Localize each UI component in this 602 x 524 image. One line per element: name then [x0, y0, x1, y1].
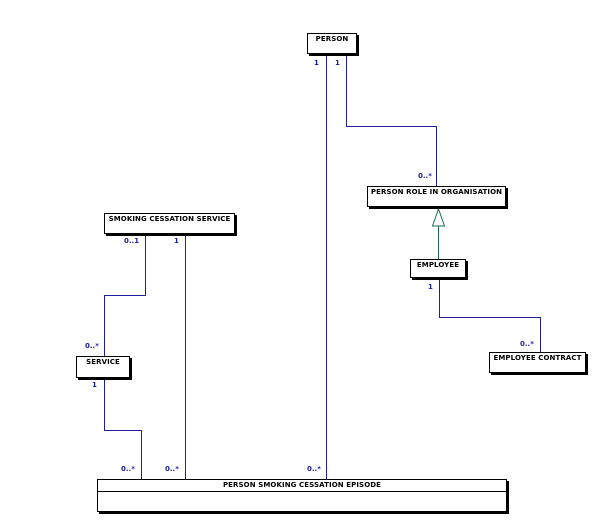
entity-episode: PERSON SMOKING CESSATION EPISODE	[97, 479, 507, 512]
mult-service-episode-src: 1	[92, 381, 97, 389]
mult-service-from-scs: 0..*	[85, 342, 99, 350]
entity-employee-contract-label: EMPLOYEE CONTRACT	[493, 354, 582, 362]
connector-person-role	[346, 54, 437, 186]
mult-episode-from-service: 0..*	[121, 465, 135, 473]
mult-scs-episode-src: 1	[174, 237, 179, 245]
entity-person-role-label: PERSON ROLE IN ORGANISATION	[370, 188, 503, 196]
entity-episode-label: PERSON SMOKING CESSATION EPISODE	[98, 480, 506, 492]
connector-employee-contract	[439, 278, 541, 352]
generalization-arrowhead-icon	[431, 207, 446, 227]
mult-role-from-person: 0..*	[418, 172, 432, 180]
mult-person-episode-src: 1	[314, 59, 319, 67]
connector-scs-service	[104, 234, 146, 356]
connector-service-episode	[104, 378, 142, 479]
mult-scs-service-src: 0..1	[124, 237, 140, 245]
entity-person: PERSON	[307, 33, 357, 54]
entity-service-label: SERVICE	[86, 358, 120, 366]
entity-employee: EMPLOYEE	[410, 259, 466, 278]
entity-smoking-cessation-service: SMOKING CESSATION SERVICE	[104, 213, 235, 234]
entity-person-label: PERSON	[315, 35, 349, 43]
mult-contract-from-employee: 0..*	[520, 340, 534, 348]
mult-episode-from-person: 0..*	[307, 465, 321, 473]
entity-employee-label: EMPLOYEE	[416, 261, 460, 269]
mult-episode-from-scs: 0..*	[165, 465, 179, 473]
entity-employee-contract: EMPLOYEE CONTRACT	[489, 352, 586, 373]
mult-person-role-src: 1	[335, 59, 340, 67]
entity-service: SERVICE	[76, 356, 130, 378]
entity-person-role: PERSON ROLE IN ORGANISATION	[367, 186, 506, 207]
entity-smoking-cessation-service-label: SMOKING CESSATION SERVICE	[108, 215, 231, 223]
mult-employee-contract-src: 1	[428, 283, 433, 291]
